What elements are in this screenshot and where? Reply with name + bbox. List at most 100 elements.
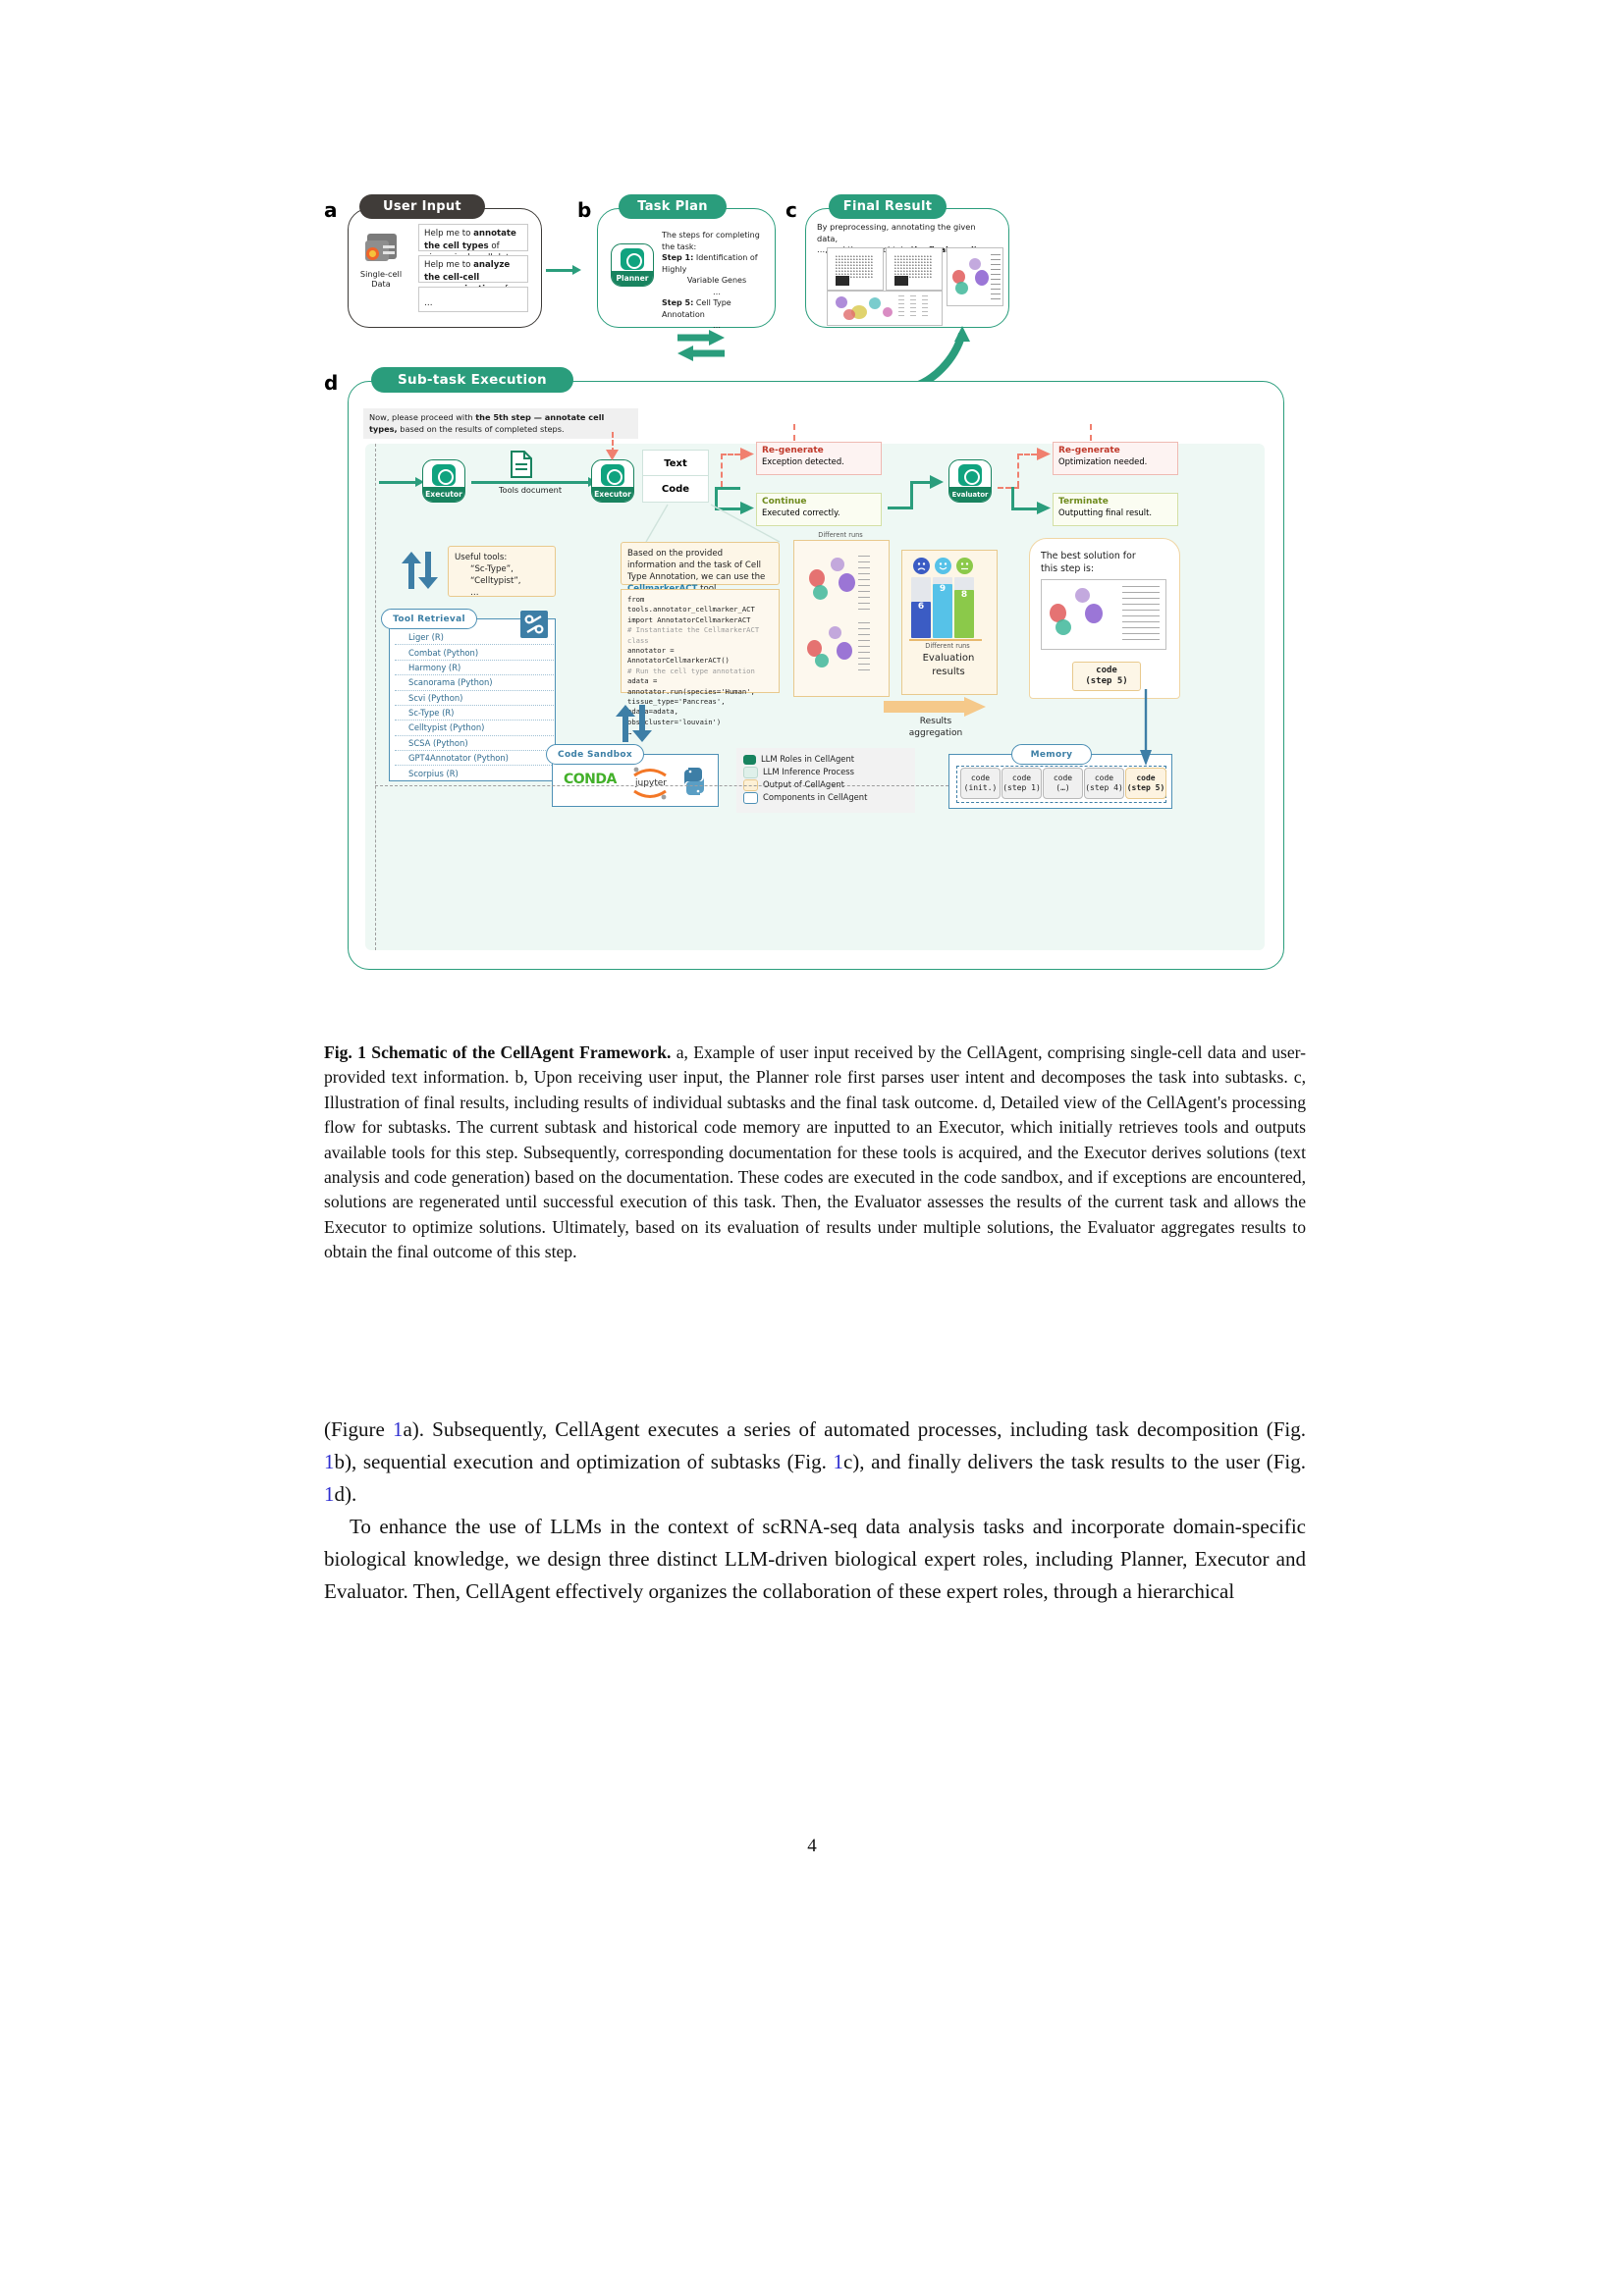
evaluator-label: Evaluator (949, 487, 991, 502)
page-number: 4 (807, 1836, 817, 1856)
paragraph-1: (Figure 1a). Subsequently, CellAgent exe… (324, 1414, 1306, 1511)
p1-seg-d: c), and finally delivers the task result… (842, 1450, 1306, 1473)
analysis-pre: Based on the provided information and th… (627, 549, 766, 582)
tool-item[interactable]: GPT4Annotator (Python) (395, 751, 554, 767)
memory-cell: code (step 1) (1001, 768, 1042, 799)
executor-role-icon-2: Executor (591, 459, 634, 503)
step-5-text: Cell Type Annotation (662, 298, 731, 319)
umap-run-1 (801, 552, 880, 614)
figure-ref-1d[interactable]: 1 (324, 1482, 335, 1506)
code-output-box: Code (642, 475, 709, 503)
step-1-text: Identification of Highly (662, 253, 758, 274)
tool-item[interactable]: Celltypist (Python) (395, 721, 554, 736)
tool-retrieval-list[interactable]: Liger (R) Combat (Python) Harmony (R) Sc… (395, 630, 554, 779)
subtask-prompt: Now, please proceed with the 5th step — … (363, 408, 638, 439)
memory-cell-line-2: (…) (1056, 783, 1070, 792)
umap-plot-final (947, 247, 1003, 306)
eval-bar-value-3: 8 (960, 590, 968, 600)
caption-fig-number: Fig. 1 (324, 1042, 366, 1062)
branch-line-2v (715, 487, 718, 510)
continue-title: Continue (762, 497, 807, 507)
arrow-tools-document (471, 477, 597, 487)
tool-item[interactable]: Harmony (R) (395, 661, 554, 676)
memory-cell: code (step 4) (1084, 768, 1124, 799)
feedback-arrow-down-icon (606, 450, 619, 460)
branch-line-2 (715, 487, 740, 490)
regenerate-1-title: Re-generate (762, 446, 824, 455)
tool-item[interactable]: Scvi (Python) (395, 691, 554, 706)
step-5-label: Step 5: (662, 298, 694, 307)
useful-tool-2: “Celltypist”, (470, 576, 521, 586)
tool-item[interactable]: Scanorama (Python) (395, 675, 554, 691)
tool-item[interactable]: Combat (Python) (395, 645, 554, 661)
eval-chart-axis (909, 639, 982, 641)
terminate-title: Terminate (1058, 497, 1109, 507)
code-line: # Instantiate the CellmarkerACT class (627, 625, 760, 645)
best-solution-line-2: this step is: (1041, 563, 1094, 574)
memory-cell-highlighted: code (step 5) (1125, 768, 1166, 799)
figure-ref-1c[interactable]: 1 (833, 1450, 843, 1473)
legend-row: LLM Roles in CellAgent (743, 753, 908, 766)
conda-logo: CONDA (564, 772, 617, 787)
final-result-line-2-bold: the final result. (910, 244, 980, 254)
step-1-label: Step 1: (662, 253, 694, 262)
terminate-box: Terminate Outputting final result. (1053, 493, 1178, 526)
arrow-to-evaluator-icon (930, 475, 944, 489)
legend-cream-icon (743, 778, 758, 791)
legend-label: Output of CellAgent (763, 779, 844, 789)
jupyter-logo: jupyter (630, 766, 670, 801)
arrow-code-to-memory (1140, 689, 1152, 766)
branch-line-2h (715, 507, 742, 510)
umap-run-2 (801, 618, 880, 681)
openai-mark-icon (432, 464, 456, 486)
eval-chart-xlabel: Different runs (925, 642, 970, 650)
p1-seg-e: d). (334, 1482, 357, 1506)
arrow-d-to-c (911, 326, 970, 391)
branch-arrow-2-icon (740, 502, 754, 514)
regenerate-1-feedback-dash (793, 424, 795, 441)
code-line: tissue_type='Pancreas', adata=adata, (627, 697, 726, 717)
user-prompt-2: Help me to analyze the cell-cell communi… (418, 255, 528, 307)
legend-label: Components in CellAgent (763, 792, 868, 802)
code-line: obs_cluster='louvain') (627, 717, 722, 726)
figure-ref-1a[interactable]: 1 (392, 1417, 404, 1441)
openai-mark-icon (601, 464, 624, 486)
memory-title: Memory (1011, 744, 1092, 765)
tool-item[interactable]: SCSA (Python) (395, 736, 554, 751)
code-sandbox-title: Code Sandbox (546, 744, 644, 765)
tool-item[interactable]: Liger (R) (395, 630, 554, 646)
user-prompt-3: … (418, 287, 528, 312)
subtask-prompt-pre: Now, please proceed with (369, 412, 476, 422)
up-down-arrows-icon-1 (402, 552, 438, 589)
single-cell-data-label-2: Data (371, 279, 391, 289)
prompt-1-pre: Help me to (424, 229, 474, 239)
figure-ref-1b[interactable]: 1 (324, 1450, 335, 1473)
prompt-2-pre: Help me to (424, 260, 474, 270)
code-line: annotator = AnnotatorCellmarkerACT() (627, 646, 730, 666)
memory-feedback-line (375, 785, 948, 786)
tool-item[interactable]: Sc-Type (R) (395, 706, 554, 721)
regenerate-box-1: Re-generate Exception detected. (756, 442, 882, 475)
memory-cell-line-1: code (1094, 774, 1114, 782)
memory-cell-line-1: code (1053, 774, 1073, 782)
tool-item[interactable]: Scorpius (R) (395, 766, 554, 779)
task-plan-text: The steps for completing the task: Step … (662, 230, 772, 332)
feedback-dash-down (612, 432, 614, 454)
text-output-box: Text (642, 450, 709, 477)
code-line: # Run the cell type annotation (627, 666, 755, 675)
figure-legend: LLM Roles in CellAgent LLM Inference Pro… (736, 748, 915, 813)
tools-wrench-icon (520, 611, 548, 638)
eval-bar-2: 9 (933, 584, 952, 638)
face-icon-sad (913, 558, 930, 574)
face-icon-neutral (956, 558, 973, 574)
arrow-into-executor (379, 477, 424, 487)
eval-bar-1: 6 (911, 602, 931, 638)
subtask-prompt-post: based on the results of completed steps. (397, 423, 565, 434)
step-1-text-2: Variable Genes (686, 276, 747, 285)
best-solution-umap (1041, 579, 1166, 650)
arrow-continue-to-eval-v (910, 481, 913, 508)
body-text: (Figure 1a). Subsequently, CellAgent exe… (324, 1414, 1306, 1608)
regenerate-2-title: Re-generate (1058, 446, 1120, 455)
final-result-line-1: By preprocessing, annotating the given d… (817, 222, 976, 243)
memory-cell-line-2: (init.) (963, 783, 998, 792)
